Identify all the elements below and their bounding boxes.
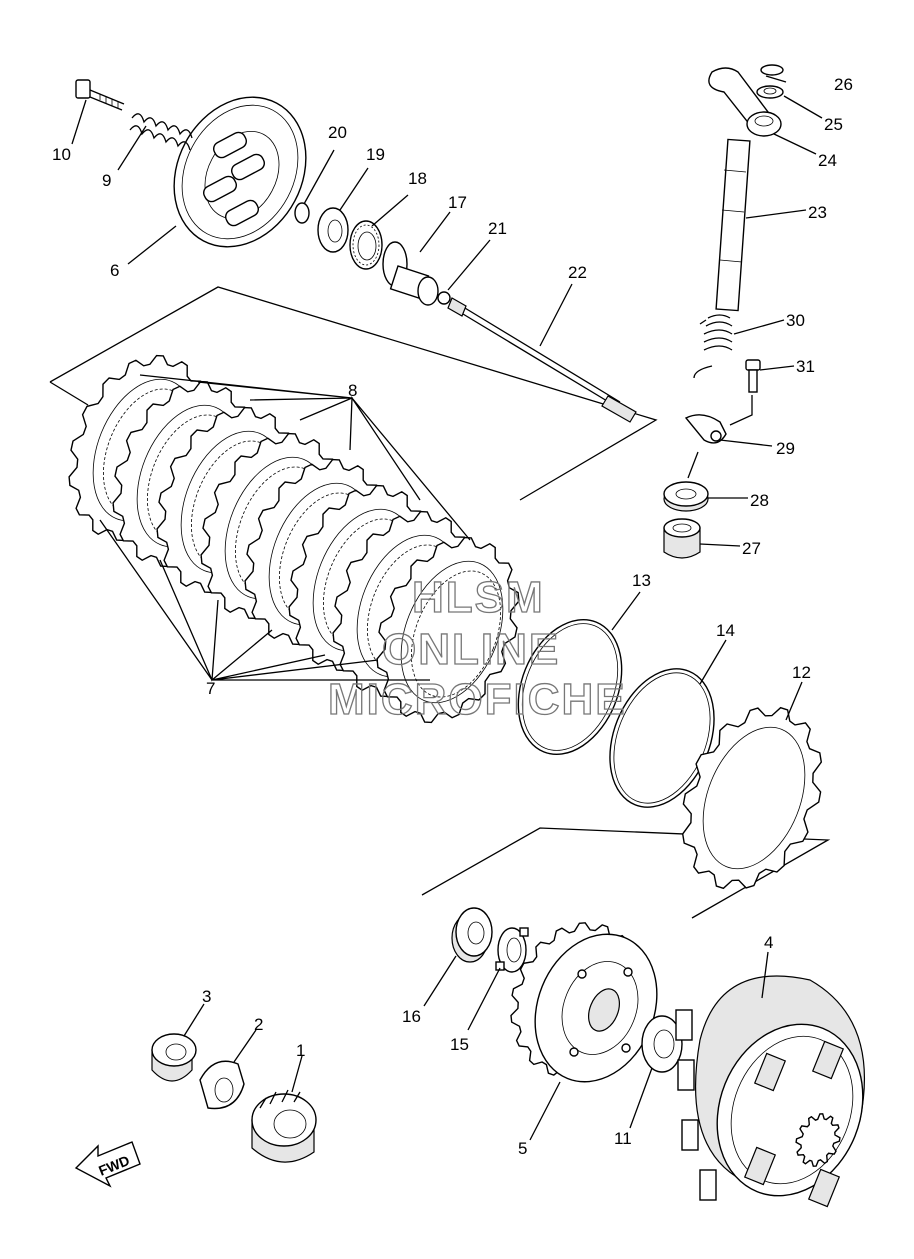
washer-part-11 <box>641 1015 683 1073</box>
callout-19: 19 <box>366 145 385 164</box>
callout-8: 8 <box>348 381 357 400</box>
spring-part-9 <box>129 113 193 151</box>
housing-4-gear <box>795 1113 841 1167</box>
housing-4-window-2 <box>811 1040 845 1080</box>
callout-23: 23 <box>808 203 827 222</box>
callout-25: 25 <box>824 115 843 134</box>
callout-17: 17 <box>448 193 467 212</box>
plate-leader-lines-7 <box>99 519 430 682</box>
boss-5-hole-3 <box>621 1043 631 1053</box>
thrust-washer-part-3 <box>151 1033 197 1082</box>
callout-11: 11 <box>614 1129 632 1148</box>
washer-part-19 <box>317 207 349 253</box>
callout-27: 27 <box>742 539 761 558</box>
callout-18: 18 <box>408 169 427 188</box>
callout-21: 21 <box>488 219 507 238</box>
callout-9: 9 <box>102 171 111 190</box>
boss-5-hub <box>588 988 620 1032</box>
watermark-line-3: MICROFICHE <box>328 675 627 724</box>
plate-teeth-8 <box>411 570 501 698</box>
plate-inner-8 <box>400 560 504 704</box>
callout-16: 16 <box>402 1007 421 1026</box>
callout-15: 15 <box>450 1035 469 1054</box>
push-rod-part-22 <box>447 297 637 423</box>
watermark-line-2: ONLINE <box>382 625 560 674</box>
boss-5-hole-2 <box>623 967 633 977</box>
housing-4-slot-4 <box>699 1169 717 1201</box>
callout-7: 7 <box>206 679 215 698</box>
friction-plates-part-7 <box>68 354 520 724</box>
housing-4-window-4 <box>807 1168 841 1208</box>
plate-group-outline <box>49 286 658 501</box>
callout-2: 2 <box>254 1015 263 1034</box>
callout-24: 24 <box>818 151 837 170</box>
washer-part-25 <box>756 85 784 99</box>
clutch-plate-part-12 <box>681 706 823 890</box>
callout-10: 10 <box>52 145 71 164</box>
callout-28: 28 <box>750 491 769 510</box>
clutch-boss-part-5 <box>510 922 658 1083</box>
callout-30: 30 <box>786 311 805 330</box>
bearing-part-18 <box>349 220 383 270</box>
callout-leader-lines <box>71 75 823 1141</box>
callout-26: 26 <box>834 75 853 94</box>
spring-part-30 <box>693 314 733 379</box>
gear-part-1 <box>251 1089 317 1163</box>
boss-5-ring <box>561 961 639 1055</box>
callout-20: 20 <box>328 123 347 142</box>
housing-4-slot-1 <box>675 1009 693 1041</box>
callout-3: 3 <box>202 987 211 1006</box>
callout-5: 5 <box>518 1139 527 1158</box>
callout-4: 4 <box>764 933 773 952</box>
clip-part-26 <box>760 64 784 76</box>
callout-1: 1 <box>296 1041 305 1060</box>
push-rod-part-17 <box>382 241 439 306</box>
boss-5-hole-4 <box>569 1047 579 1057</box>
wire-ring-part-13 <box>517 618 623 756</box>
callout-31: 31 <box>796 357 815 376</box>
bolt-part-10 <box>75 79 125 111</box>
clutch-housing-part-4 <box>675 975 866 1208</box>
plate-12-outer <box>681 706 823 890</box>
plate-part-2 <box>199 1060 245 1110</box>
pressure-plate-part-6 <box>173 96 307 248</box>
plate-12-inner <box>702 726 806 870</box>
plate-part-29 <box>684 395 753 444</box>
housing-4-window-1 <box>753 1052 787 1092</box>
ball-part-21 <box>437 291 451 305</box>
lever-part-24 <box>708 67 782 137</box>
housing-4-window-3 <box>743 1146 777 1186</box>
callout-14: 14 <box>716 621 735 640</box>
plate-outer-8 <box>376 536 520 724</box>
callout-6: 6 <box>110 261 119 280</box>
housing-4-slot-3 <box>681 1119 699 1151</box>
bearing-part-28 <box>663 481 709 512</box>
circlip-part-20 <box>294 202 310 224</box>
shaft-part-23 <box>715 138 751 312</box>
fwd-arrow: FWD <box>74 1141 141 1188</box>
spacer-part-16 <box>451 907 493 963</box>
bushing-part-27 <box>663 518 701 559</box>
callout-13: 13 <box>632 571 651 590</box>
callout-22: 22 <box>568 263 587 282</box>
callout-12: 12 <box>792 663 811 682</box>
boss-5-hole-1 <box>577 969 587 979</box>
callout-numbers: 1 2 3 4 5 6 7 8 9 10 11 12 13 14 15 16 1… <box>52 75 853 1158</box>
watermark-line-1: HLSM <box>412 573 545 622</box>
housing-4-slot-2 <box>677 1059 695 1091</box>
screw-part-31 <box>745 359 761 393</box>
lock-washer-part-15 <box>495 927 529 973</box>
watermark: HLSM ONLINE MICROFICHE <box>327 572 627 724</box>
plate-leader-lines-8 <box>139 374 471 541</box>
callout-29: 29 <box>776 439 795 458</box>
